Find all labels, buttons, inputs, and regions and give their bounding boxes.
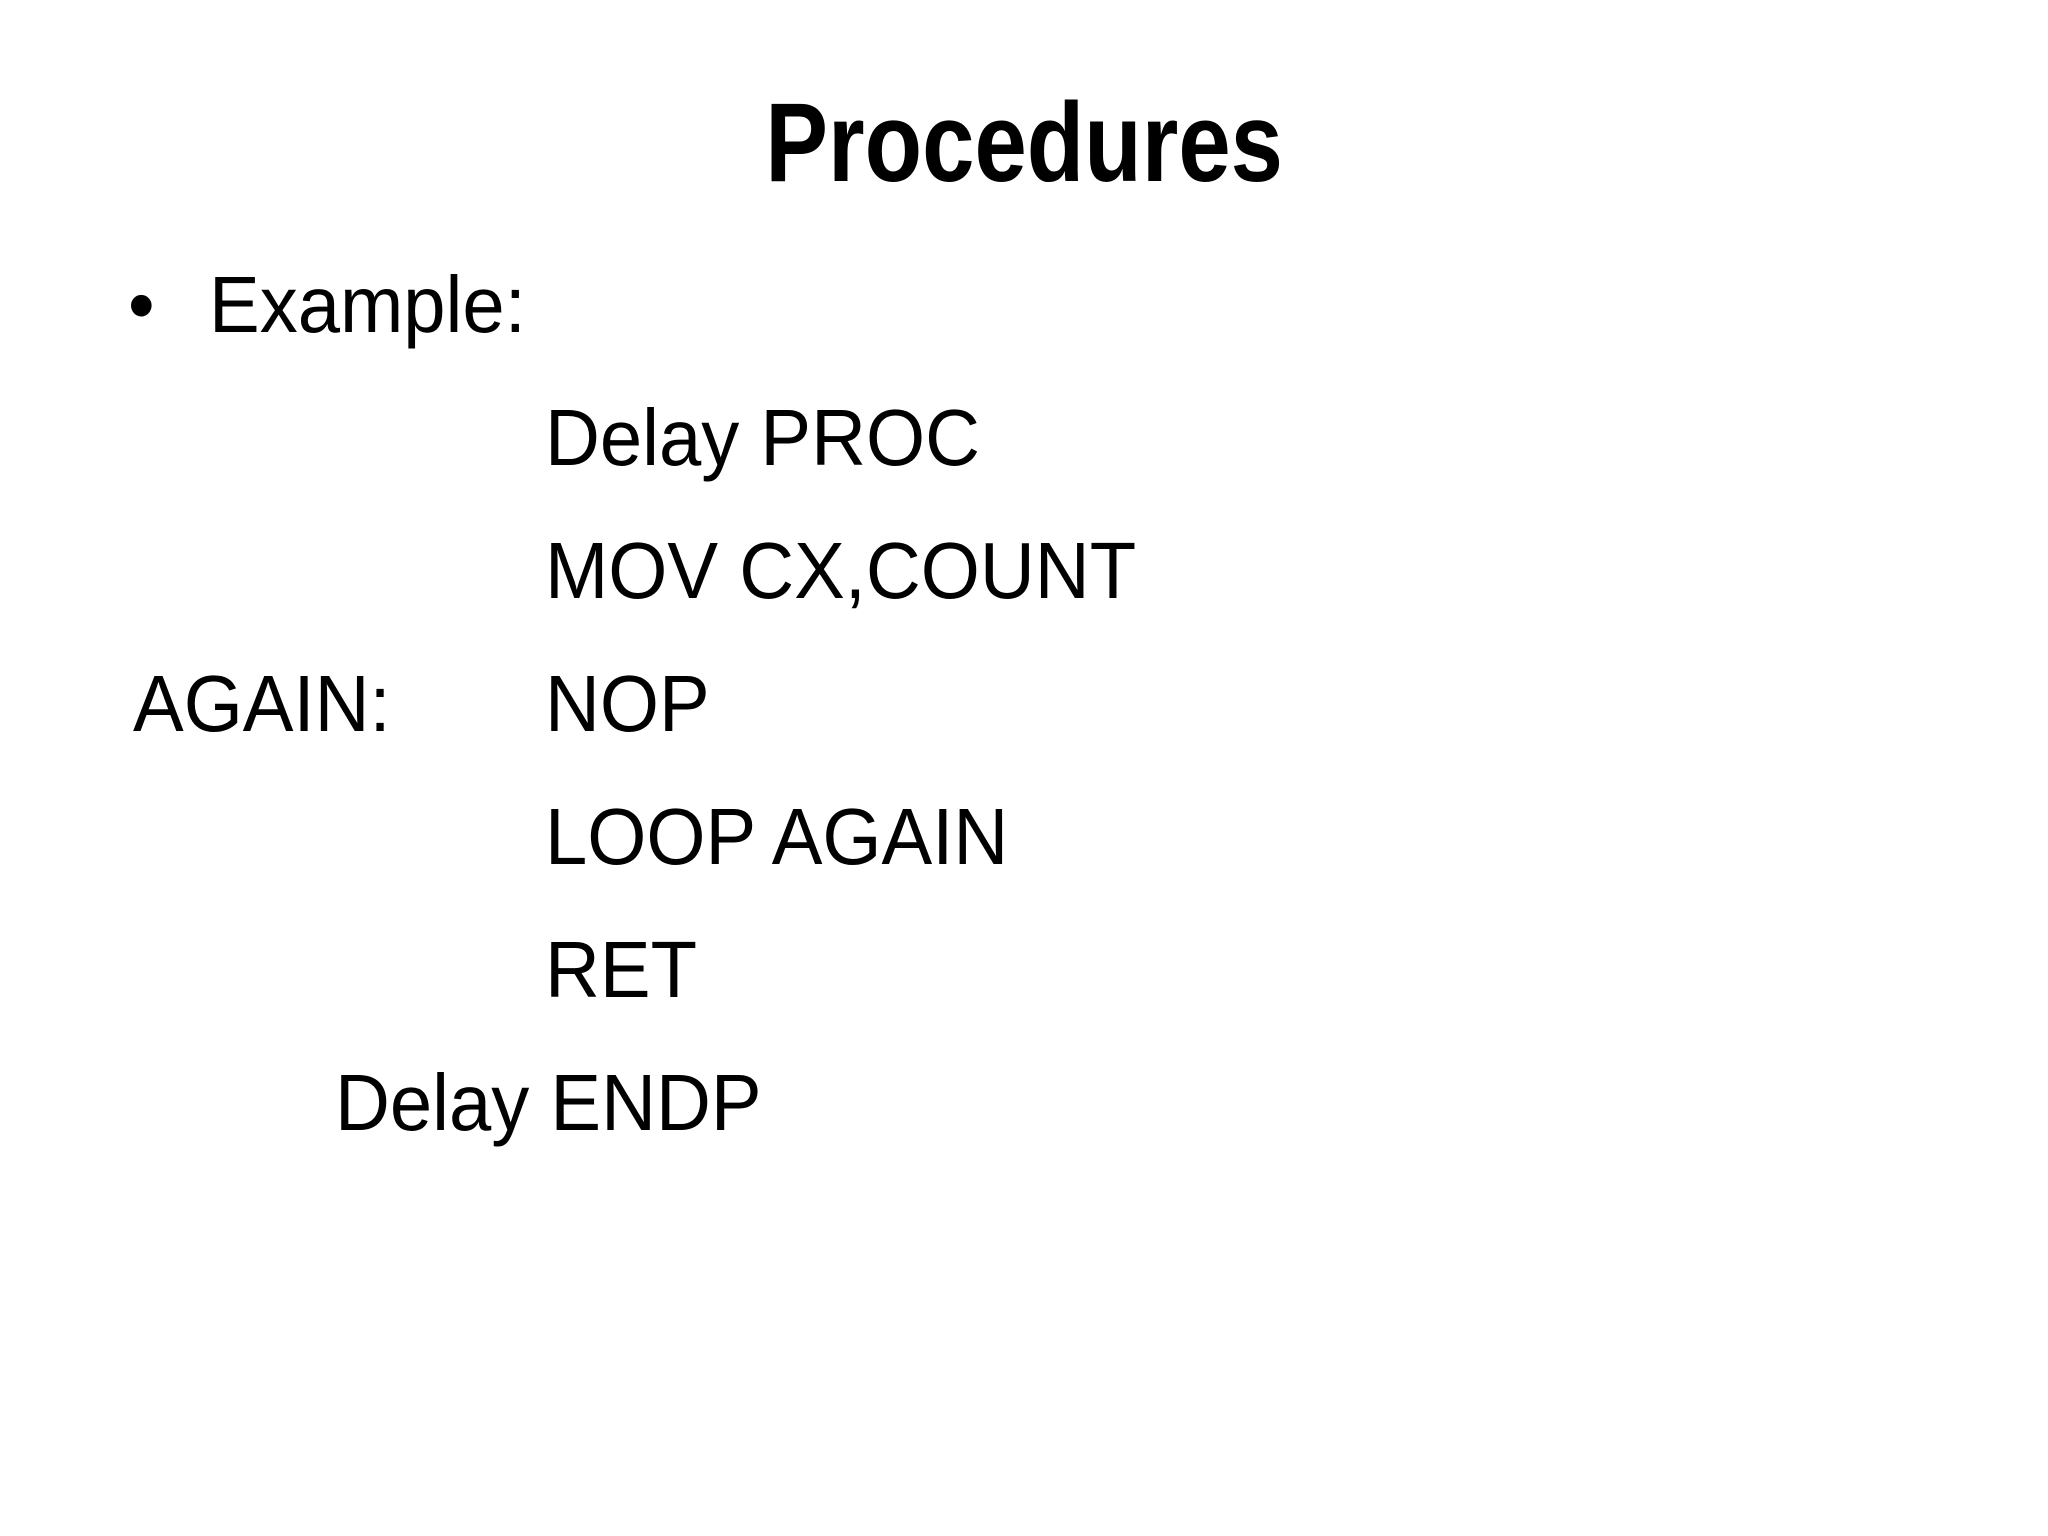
code-line: RET [0, 903, 2048, 1036]
code-instruction: NOP [545, 659, 710, 748]
code-line: MOV CX,COUNT [0, 504, 2048, 637]
slide-title-text: Procedures [765, 80, 1283, 205]
code-instruction: Delay ENDP [335, 1058, 762, 1147]
code-line: AGAIN: NOP [0, 637, 2048, 770]
code-instruction: Delay PROC [545, 393, 980, 482]
bullet-icon: • [128, 260, 155, 349]
code-line-endp: Delay ENDP [0, 1036, 2048, 1169]
code-instruction: RET [545, 925, 697, 1014]
slide-title: Procedures [0, 76, 2048, 210]
code-line: Delay PROC [0, 371, 2048, 504]
slide-body: • Example: Delay PROC MOV CX,COUNT AGAIN… [0, 238, 2048, 1169]
code-instruction: MOV CX,COUNT [545, 526, 1137, 615]
code-label-again: AGAIN: [133, 659, 391, 748]
code-instruction: LOOP AGAIN [545, 792, 1009, 881]
bullet-label: Example: [209, 260, 526, 349]
code-line: LOOP AGAIN [0, 770, 2048, 903]
bullet-line: • Example: [0, 238, 2048, 371]
